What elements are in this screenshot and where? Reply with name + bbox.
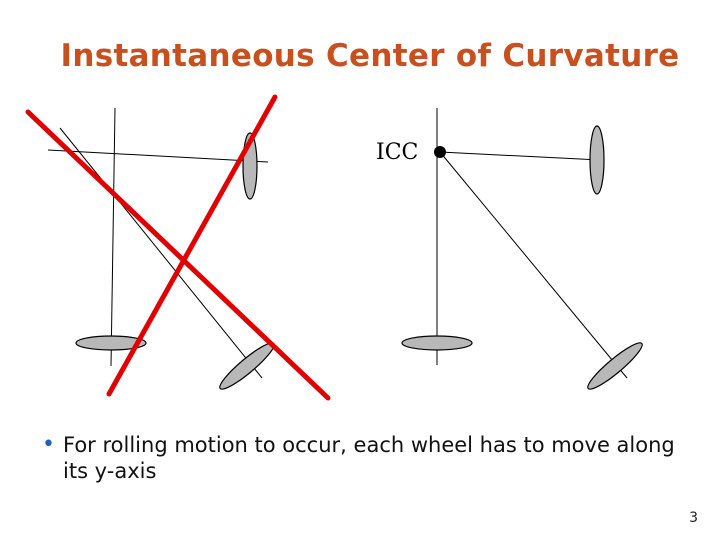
icc-point xyxy=(434,146,446,158)
bullet-item: • For rolling motion to occur, each whee… xyxy=(42,432,682,484)
axis-line-diagonal xyxy=(59,127,263,379)
bullet-text: For rolling motion to occur, each wheel … xyxy=(63,433,675,483)
invalid-configuration xyxy=(47,107,269,379)
axis-line-top xyxy=(47,149,269,163)
slide-title: Instantaneous Center of Curvature xyxy=(60,38,680,74)
wheel-bottom-diagonal xyxy=(587,342,643,390)
icc-label: ICC xyxy=(376,140,418,165)
page-number: 3 xyxy=(689,510,698,526)
wheel-bottom-diagonal xyxy=(219,342,275,390)
axis-line-vertical xyxy=(110,107,116,367)
axis-line-top xyxy=(439,151,601,161)
invalid-cross-mark xyxy=(25,94,331,401)
wheel-top-right xyxy=(589,125,605,195)
cross-stroke-1 xyxy=(25,109,331,401)
invalid-wheels xyxy=(75,132,275,390)
cross-stroke-2 xyxy=(106,94,278,397)
wheel-bottom-left xyxy=(401,335,473,351)
bullet-dot-icon: • xyxy=(42,432,55,457)
valid-wheels xyxy=(401,125,643,390)
wheel-bottom-left xyxy=(75,335,147,351)
axis-line-diagonal xyxy=(439,151,628,379)
